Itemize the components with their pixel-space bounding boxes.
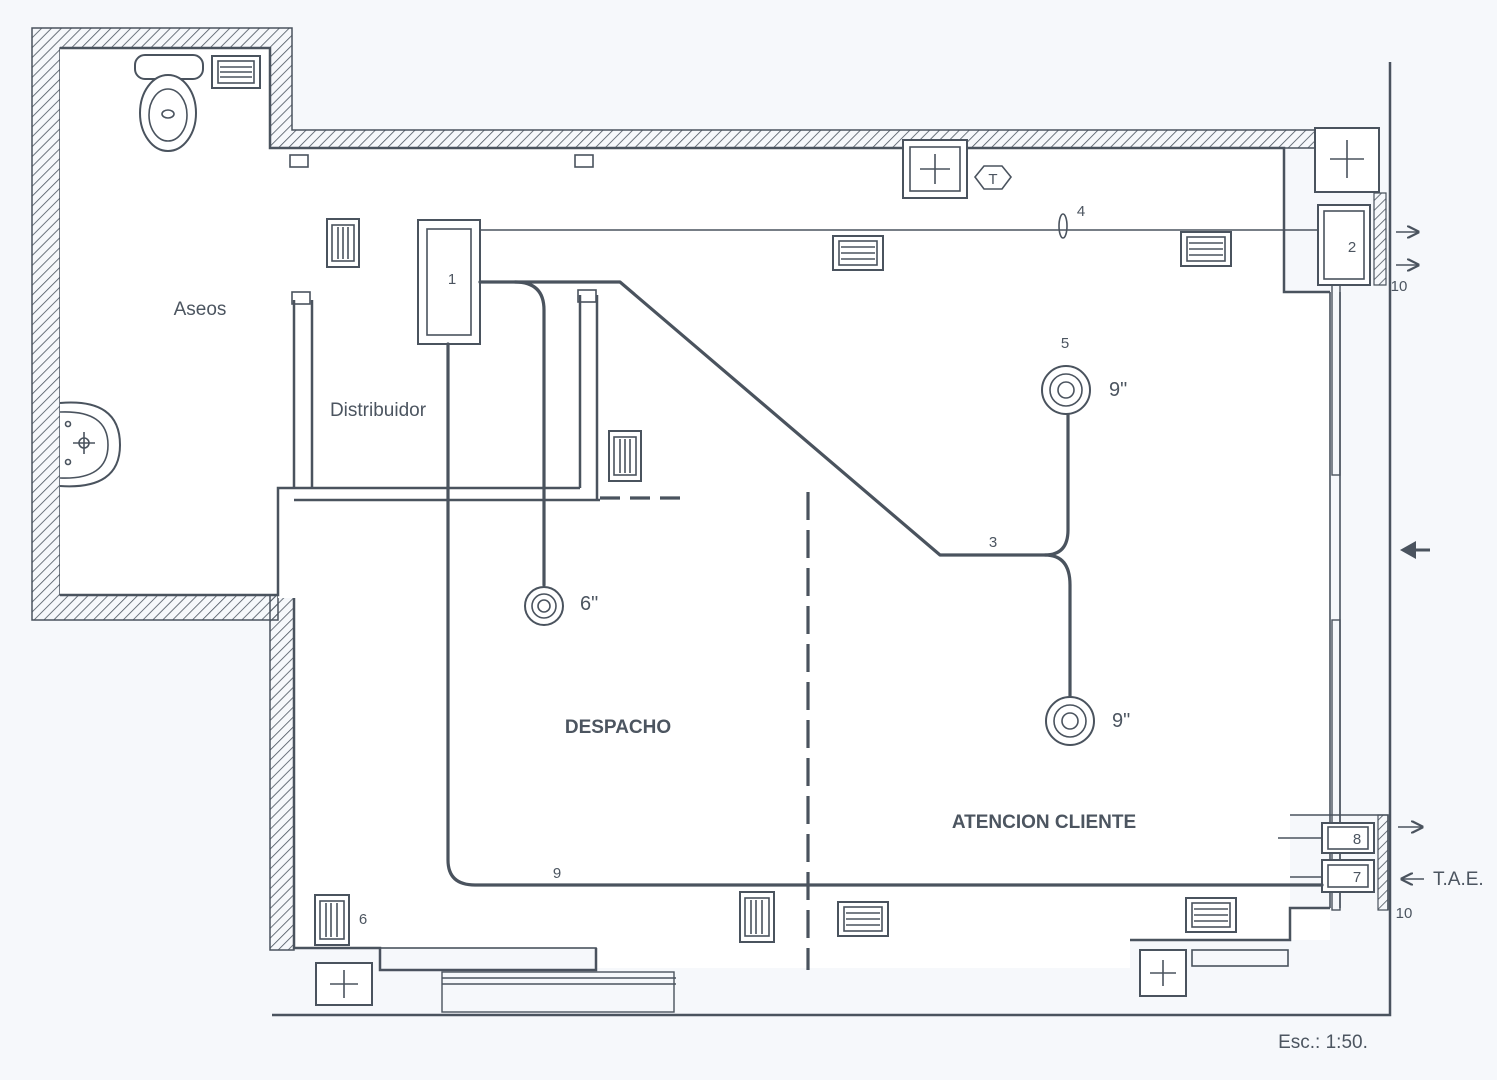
thermostat-icon: T bbox=[973, 165, 1013, 190]
grille-top-2 bbox=[1180, 231, 1232, 267]
plus-box-bottom-left bbox=[315, 962, 373, 1006]
label-3: 3 bbox=[989, 534, 997, 551]
indoor-unit-1 bbox=[417, 219, 481, 345]
washbasin-icon bbox=[59, 401, 122, 488]
airflow-arrow-icon bbox=[1396, 232, 1430, 879]
room-despacho: DESPACHO bbox=[565, 717, 671, 738]
room-distribuidor: Distribuidor bbox=[330, 400, 427, 421]
toilet-icon bbox=[134, 54, 204, 152]
plus-box-top-right bbox=[1314, 127, 1380, 193]
diffuser-9in-b bbox=[1045, 696, 1095, 746]
grille-atencion-low-2 bbox=[1185, 897, 1237, 933]
label-7: 7 bbox=[1353, 869, 1361, 886]
diffuser-size-6: 6" bbox=[580, 593, 598, 615]
column-markers bbox=[315, 127, 1380, 1006]
label-10-top: 10 bbox=[1391, 278, 1408, 295]
diffuser-9in-a bbox=[1041, 365, 1091, 415]
tae-label: T.A.E. bbox=[1433, 869, 1484, 890]
grille-despacho-mid bbox=[608, 430, 642, 482]
label-8: 8 bbox=[1353, 831, 1361, 848]
diffuser-size-9-b: 9" bbox=[1112, 710, 1130, 732]
grille-atencion-low-1 bbox=[837, 901, 889, 937]
label-5: 5 bbox=[1061, 335, 1069, 352]
extract-grille-icon bbox=[211, 55, 1237, 946]
label-2: 2 bbox=[1348, 239, 1356, 256]
plus-box-top bbox=[902, 139, 968, 199]
label-1: 1 bbox=[448, 271, 456, 288]
thermostat-symbol: T bbox=[988, 171, 997, 188]
unit-7 bbox=[1321, 859, 1375, 893]
grille-despacho-low-right bbox=[739, 891, 775, 943]
room-aseos: Aseos bbox=[174, 299, 227, 320]
label-10-bottom: 10 bbox=[1396, 905, 1413, 922]
duct-network bbox=[446, 213, 1324, 887]
scale-label: Esc.: 1:50. bbox=[1278, 1032, 1368, 1053]
grille-top-1 bbox=[832, 235, 884, 271]
diffuser-size-9-a: 9" bbox=[1109, 379, 1127, 401]
grille-despacho-low-left bbox=[314, 894, 350, 946]
grille-aseos bbox=[211, 55, 261, 89]
diffuser-6in bbox=[524, 586, 564, 626]
interior-walls bbox=[60, 46, 1392, 1017]
unit-8 bbox=[1321, 822, 1375, 854]
outdoor-unit-2 bbox=[1317, 204, 1371, 286]
exterior-walls bbox=[31, 27, 1389, 951]
grille-distribuidor bbox=[326, 218, 360, 268]
label-9: 9 bbox=[553, 865, 561, 882]
room-atencion-cliente: ATENCION CLIENTE bbox=[952, 812, 1136, 833]
label-4: 4 bbox=[1077, 203, 1085, 220]
label-6: 6 bbox=[359, 911, 367, 928]
plus-box-bottom-right bbox=[1139, 949, 1187, 997]
